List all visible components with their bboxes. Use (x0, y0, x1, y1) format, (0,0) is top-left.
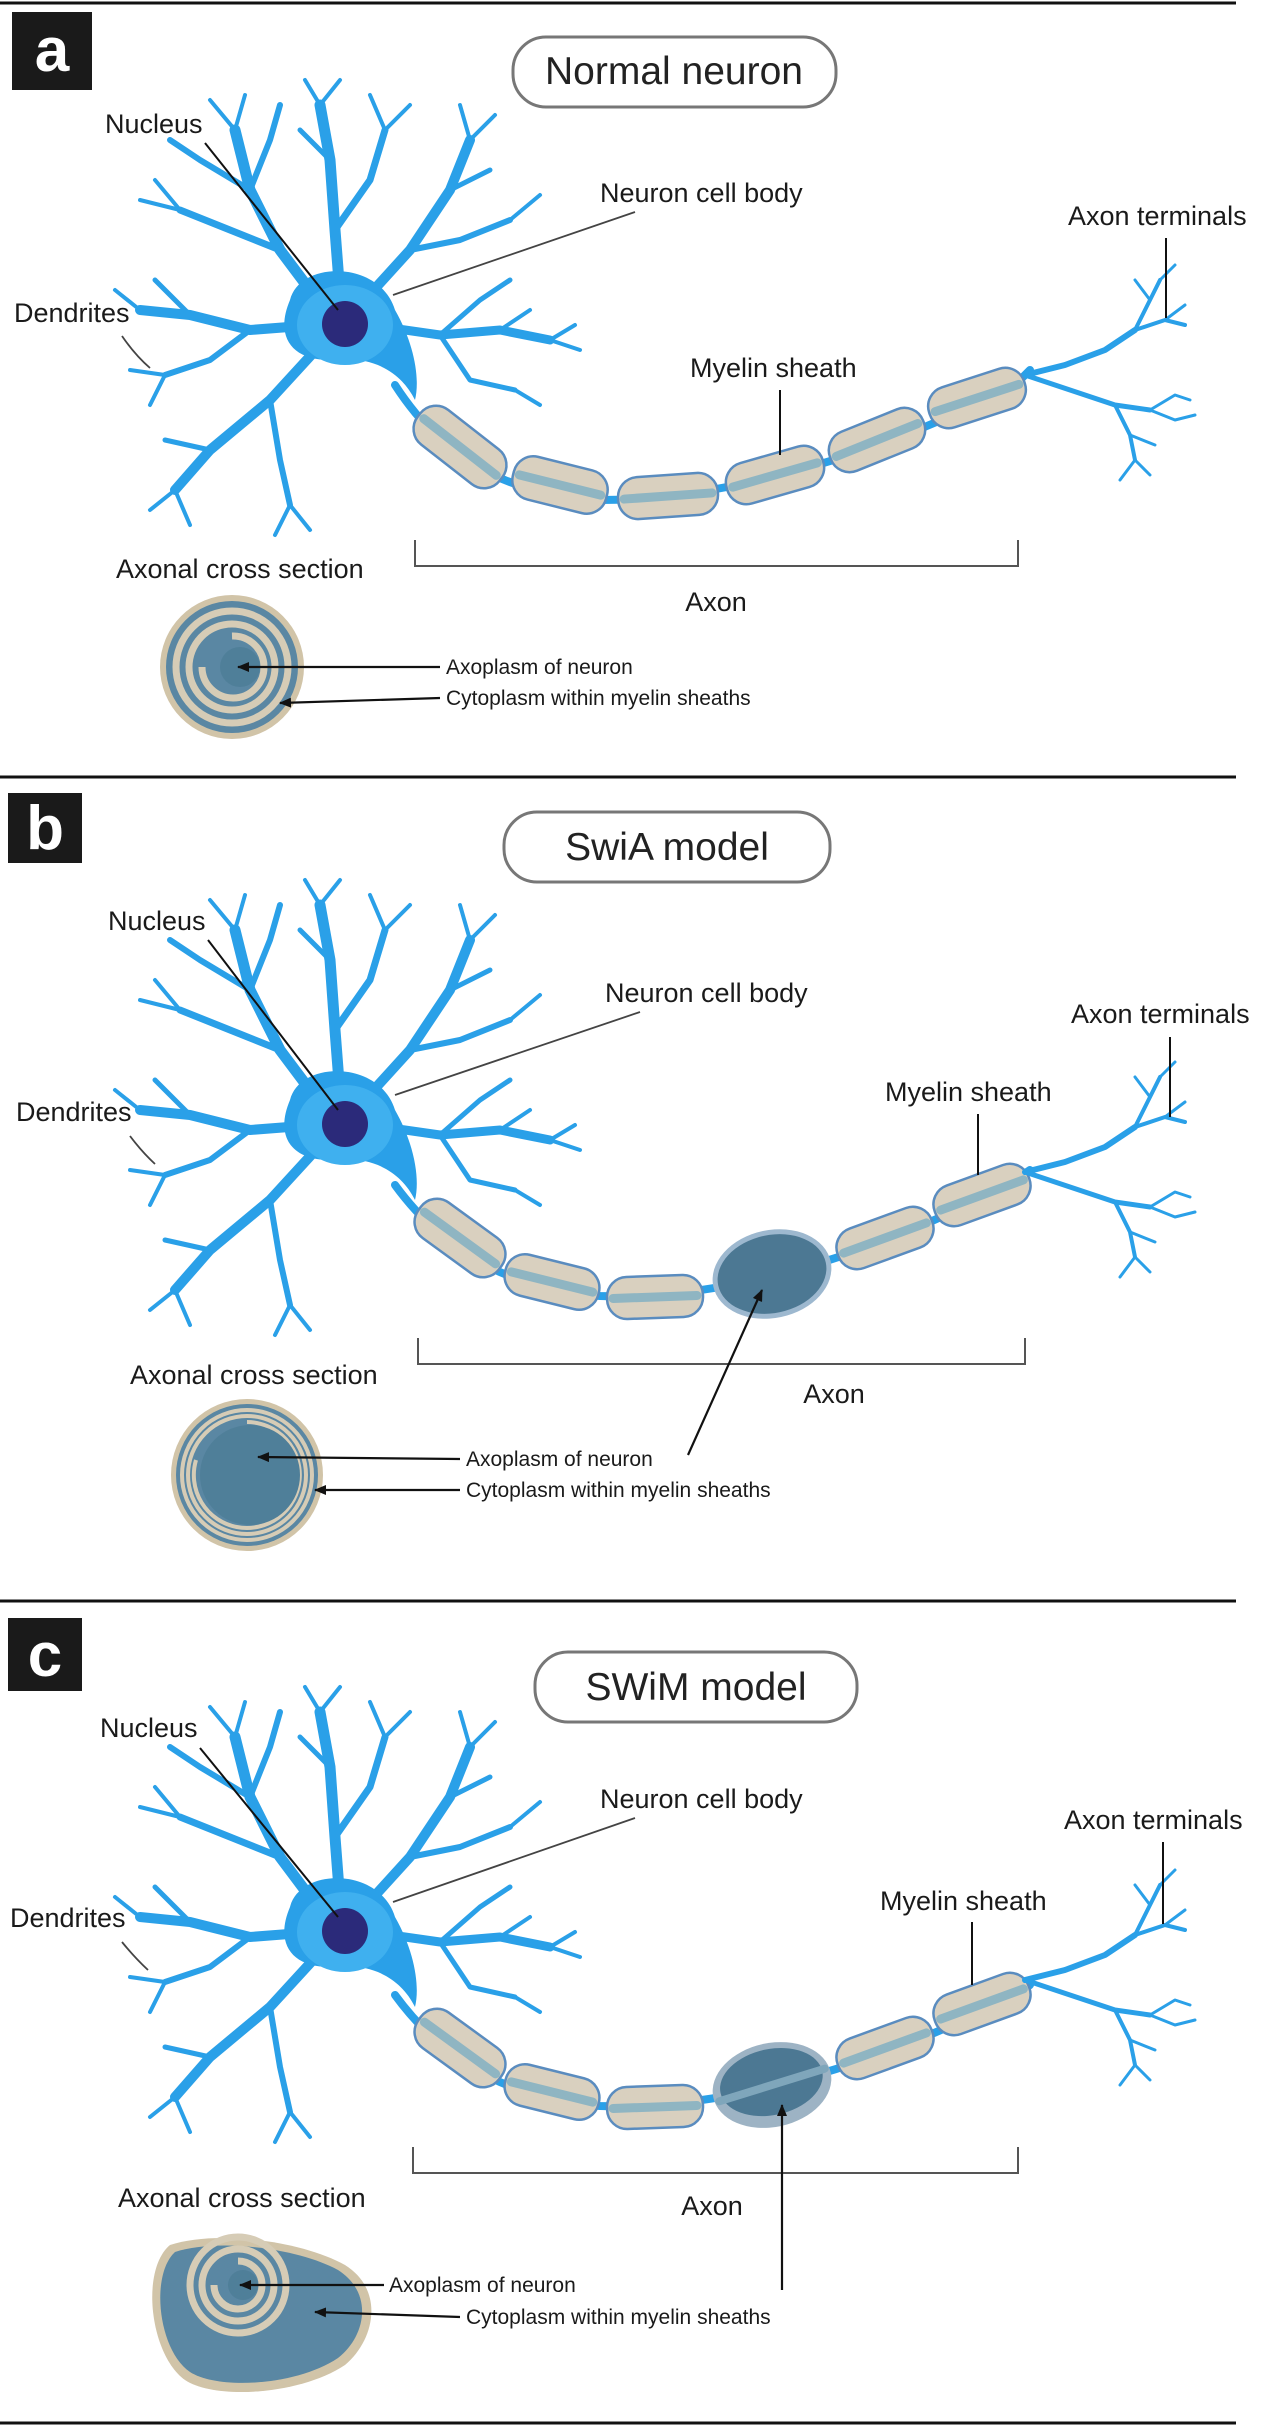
label-cytoplasm: Cytoplasm within myelin sheaths (446, 687, 751, 710)
panel-title: SWiM model (585, 1666, 806, 1709)
arrow-cytoplasm (279, 696, 441, 708)
axon-bracket (417, 1338, 1026, 1365)
label-axon-terminals: Axon terminals (1071, 999, 1250, 1029)
panel-letter-box (12, 12, 92, 90)
leader-dendrites (121, 1941, 149, 1971)
panel-letter-box (8, 793, 82, 863)
arrow-cytoplasm (314, 2307, 461, 2319)
panel-letter: b (26, 794, 64, 863)
label-axoplasm: Axoplasm of neuron (446, 656, 633, 679)
label-cell-body: Neuron cell body (605, 978, 808, 1008)
panel-title-box (502, 810, 832, 884)
label-dendrites: Dendrites (14, 298, 130, 328)
arrow-axoplasm (257, 1452, 461, 1463)
panel-a: a Normal neuron Nucleus Neuron cell body… (12, 12, 1247, 739)
swollen-segment (712, 1229, 832, 1319)
swollen-segment (712, 2042, 832, 2128)
label-myelin-sheath: Myelin sheath (885, 1077, 1052, 1107)
label-myelin-sheath: Myelin sheath (690, 353, 857, 383)
leader-nucleus (204, 142, 339, 311)
axon-terminals-shape (1025, 265, 1195, 480)
panel-c: c SWiM model Nucleus Neuron cell body De… (8, 1618, 1243, 2392)
arrow-swelling (686, 1289, 764, 1456)
axon-bracket (414, 540, 1019, 567)
panel-letter: c (28, 1621, 62, 1690)
nucleus-shape (322, 1908, 368, 1954)
label-axon: Axon (681, 2191, 743, 2221)
leader-dendrites (129, 1135, 156, 1165)
leader-dendrites (121, 335, 151, 369)
panel-title: Normal neuron (545, 50, 803, 93)
panel-letter: a (35, 16, 70, 85)
label-cytoplasm: Cytoplasm within myelin sheaths (466, 1479, 771, 1502)
label-dendrites: Dendrites (10, 1903, 126, 1933)
panel-letter-box (8, 1618, 82, 1691)
myelin-segments (413, 1162, 1032, 1321)
label-axon: Axon (685, 587, 747, 617)
leader-cell-body (392, 1817, 636, 1903)
label-dendrites: Dendrites (16, 1097, 132, 1127)
panel-title-box (511, 35, 838, 109)
leader-cell-body (394, 1011, 641, 1096)
nucleus-shape (322, 301, 368, 347)
label-nucleus: Nucleus (100, 1713, 198, 1743)
panel-b: b SwiA model Nucleus Neuron cell body De… (8, 793, 1250, 1551)
leader-nucleus (199, 1747, 339, 1918)
label-cross-section: Axonal cross section (116, 554, 364, 584)
label-cross-section: Axonal cross section (130, 1360, 378, 1390)
label-nucleus: Nucleus (108, 906, 206, 936)
panel-title-box (533, 1650, 859, 1724)
label-nucleus: Nucleus (105, 109, 203, 139)
label-cross-section: Axonal cross section (118, 2183, 366, 2213)
leader-cell-body (392, 211, 636, 296)
label-cytoplasm: Cytoplasm within myelin sheaths (466, 2306, 771, 2329)
leader-nucleus (207, 939, 339, 1111)
label-axon-terminals: Axon terminals (1068, 201, 1247, 231)
label-axon: Axon (803, 1379, 865, 1409)
label-myelin-sheath: Myelin sheath (880, 1886, 1047, 1916)
label-axoplasm: Axoplasm of neuron (466, 1448, 653, 1471)
nucleus-shape (322, 1101, 368, 1147)
cross-section-b (171, 1399, 323, 1551)
label-axon-terminals: Axon terminals (1064, 1805, 1243, 1835)
myelin-segments (412, 366, 1028, 521)
panel-title: SwiA model (565, 826, 769, 869)
cross-section-c (152, 2233, 372, 2392)
axon-bracket (412, 2147, 1019, 2174)
axon-terminals-shape (1025, 1870, 1195, 2085)
label-cell-body: Neuron cell body (600, 1784, 803, 1814)
myelin-segments (413, 1971, 1032, 2131)
label-axoplasm: Axoplasm of neuron (389, 2274, 576, 2297)
label-cell-body: Neuron cell body (600, 178, 803, 208)
